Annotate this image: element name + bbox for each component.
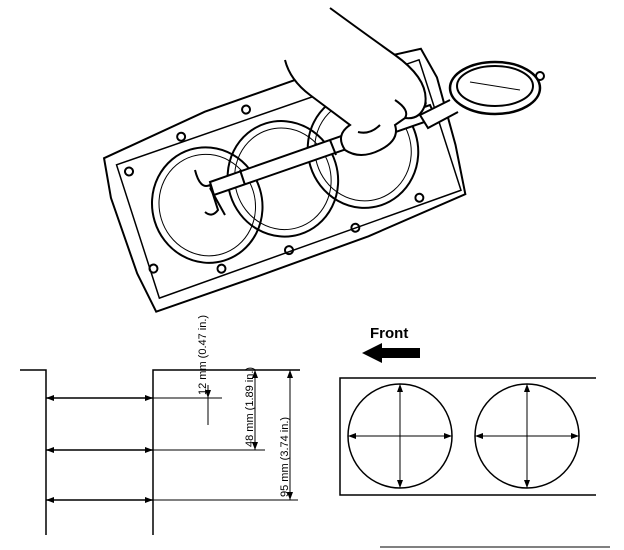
bore-section-diagram [20,369,300,535]
cylinder-top-view [339,377,596,496]
dim-label-95mm: 95 mm (3.74 in.) [279,417,291,497]
front-arrow-icon [362,343,420,363]
dim-label-48mm: 48 mm (1.89 in.) [244,367,256,447]
top-view-arrowheads [348,384,579,488]
hand-illustration [284,7,427,156]
dim-label-12mm: 12 mm (0.47 in.) [197,315,209,395]
dimension-arrowheads [46,370,293,503]
front-label: Front [370,325,408,342]
